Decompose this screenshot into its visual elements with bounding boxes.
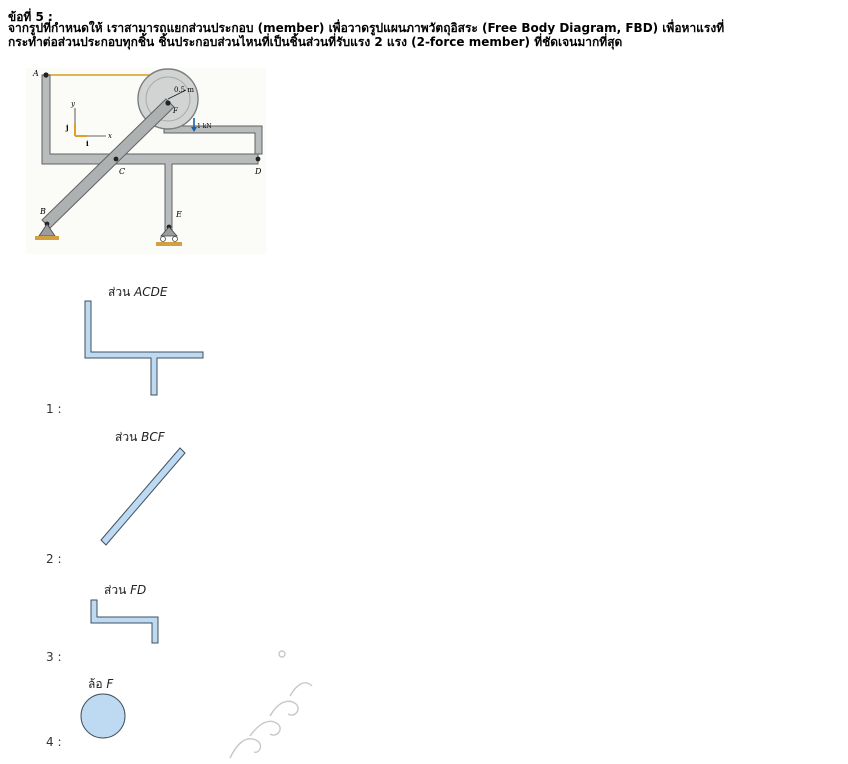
choice-3-label: ส่วน FD — [104, 583, 147, 597]
svg-text:E: E — [175, 210, 182, 219]
choice-1-label: ส่วน ACDE — [108, 285, 168, 299]
choice-1-number[interactable]: 1 : — [46, 402, 62, 416]
watermark — [229, 650, 313, 759]
choice-2-label: ส่วน BCF — [115, 430, 165, 444]
question-text: จากรูปที่กำหนดให้ เราสามารถแยกส่วนประกอบ… — [8, 21, 843, 49]
svg-text:B: B — [39, 207, 46, 216]
choice-4-number[interactable]: 4 : — [46, 735, 62, 749]
choice-3-member-fd[interactable] — [88, 597, 162, 647]
svg-text:j: j — [65, 123, 69, 132]
svg-text:y: y — [70, 100, 76, 108]
svg-text:i: i — [86, 139, 89, 148]
svg-text:x: x — [108, 132, 112, 140]
question-title: ข้อที่ 5 : — [8, 10, 53, 24]
choice-2-number[interactable]: 2 : — [46, 552, 62, 566]
frame-diagram: A C D B E F 0.5 m 1 kN y x j i — [26, 68, 266, 254]
choice-3-number[interactable]: 3 : — [46, 650, 62, 664]
choice-4-label: ล้อ F — [88, 677, 114, 691]
question-line-2: กระทำต่อส่วนประกอบทุกชิ้น ชิ้นประกอบส่วน… — [8, 35, 623, 49]
choice-2-member-bcf[interactable] — [96, 444, 192, 548]
svg-text:F: F — [172, 107, 179, 115]
choice-1-member-acde[interactable] — [82, 298, 206, 400]
choice-4-wheel-f[interactable] — [78, 693, 130, 741]
svg-text:0.5 m: 0.5 m — [174, 86, 194, 94]
svg-text:1 kN: 1 kN — [197, 123, 212, 130]
svg-text:A: A — [32, 69, 39, 78]
question-line-1: จากรูปที่กำหนดให้ เราสามารถแยกส่วนประกอบ… — [8, 21, 725, 35]
svg-text:D: D — [254, 167, 262, 176]
svg-text:C: C — [119, 167, 125, 176]
